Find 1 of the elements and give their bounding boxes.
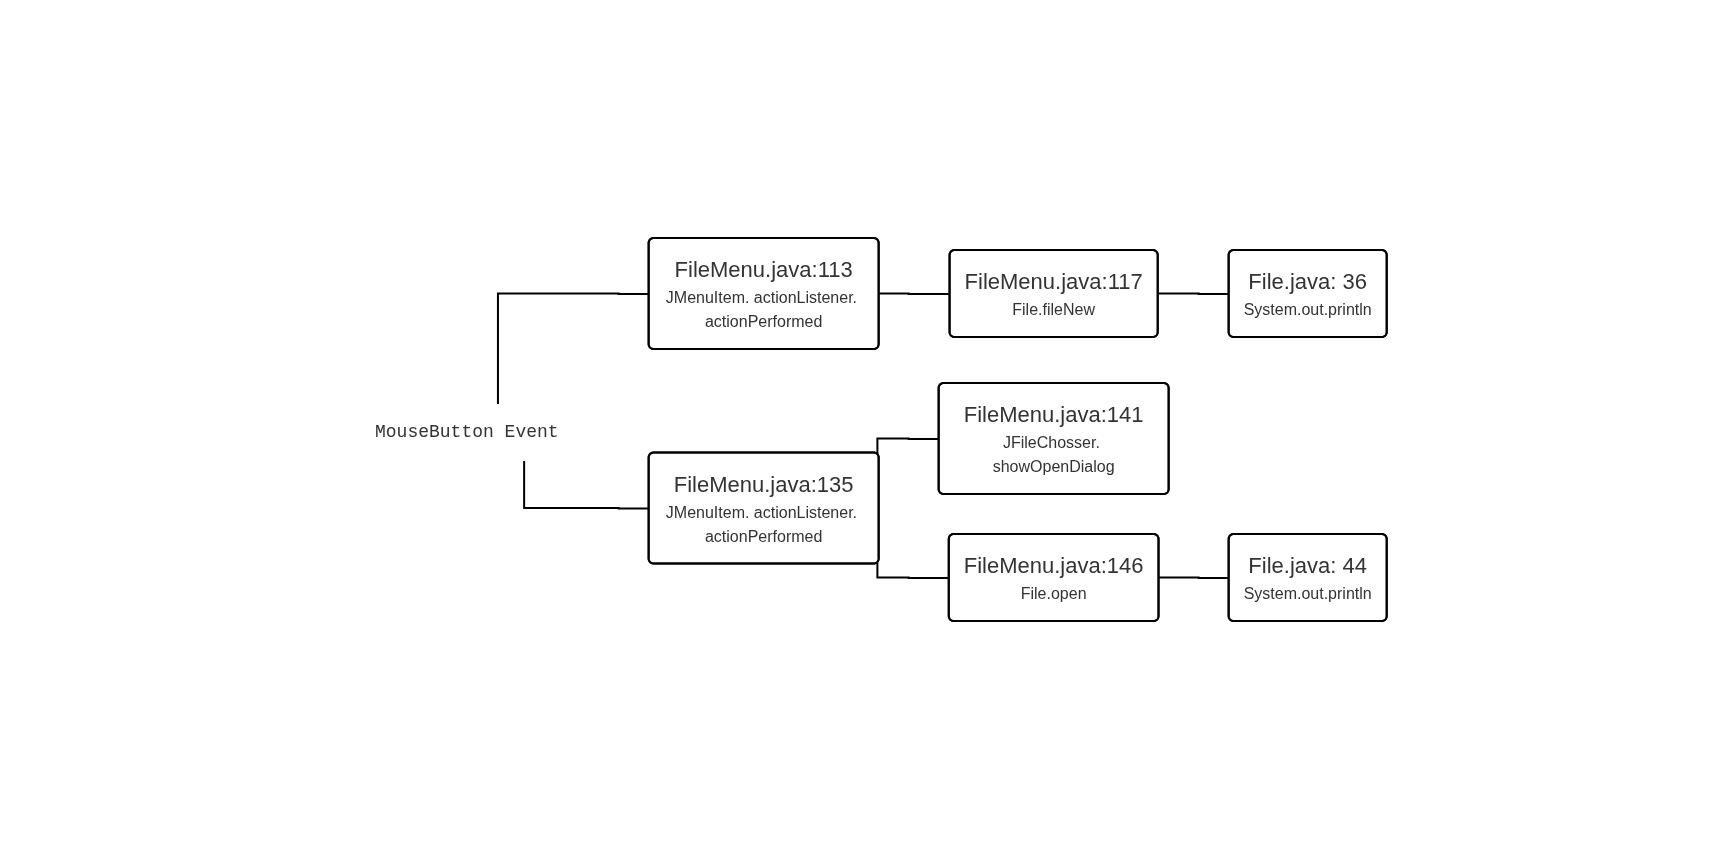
node-text: MouseButton Event xyxy=(375,422,559,442)
